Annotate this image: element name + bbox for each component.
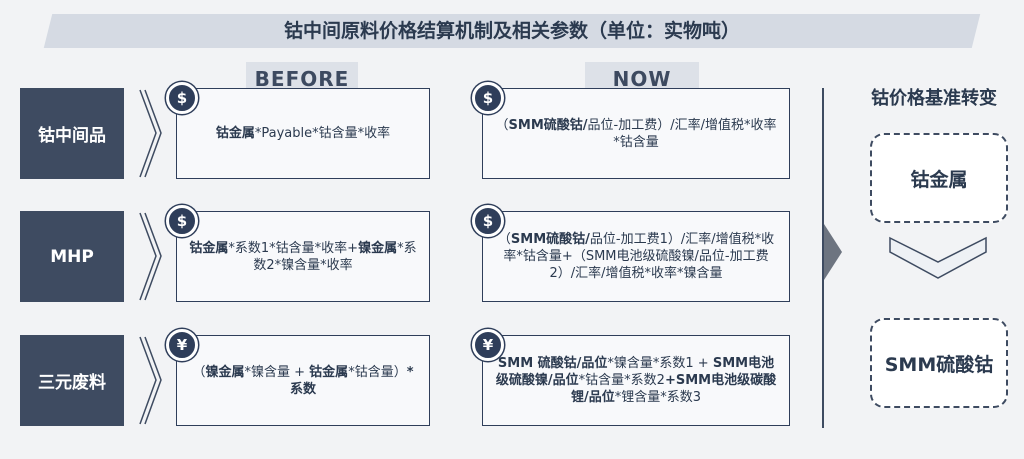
- benchmark-shift-heading: 钴价格基准转变: [871, 88, 997, 109]
- before-formula-text: 钴金属*系数1*钴含量*收率+镍金属*系数2*镍含量*收率: [187, 240, 419, 274]
- formula-segment: 镍金属: [205, 364, 245, 380]
- divider-line: [822, 88, 824, 428]
- from-benchmark-box: 钴金属: [870, 133, 1008, 223]
- category-cobalt-intermediate: 钴中间品: [20, 88, 124, 179]
- chevron-right-icon: [139, 212, 162, 301]
- from-benchmark-label: 钴金属: [910, 168, 968, 191]
- formula-segment: *系数: [289, 364, 414, 397]
- formula-segment: SMM电池级硫酸镍/品位: [495, 356, 775, 388]
- category-mhp: MHP: [20, 211, 124, 302]
- formula-segment: （: [495, 117, 509, 133]
- formula-segment: *钴含量）: [348, 364, 407, 380]
- now-formula-text: SMM 硫酸钴/品位*镍含量*系数1 + SMM电池级硫酸镍/品位*钴含量*系数…: [493, 355, 779, 406]
- before-formula-row-2: 钴金属*系数1*钴含量*收率+镍金属*系数2*镍含量*收率: [176, 211, 430, 302]
- formula-segment: 品位-加工费）/汇率/增值税*收率*钴含量: [587, 117, 777, 150]
- formula-segment: SMM硫酸钴/: [508, 117, 588, 133]
- before-formula-row-1: 钴金属*Payable*钴含量*收率: [176, 88, 430, 179]
- dollar-coin-icon: $: [166, 205, 198, 237]
- formula-segment: （: [497, 232, 511, 247]
- formula-segment: *镍含量*系数1 +: [607, 356, 713, 371]
- now-formula-text: （SMM硫酸钴/品位-加工费1）/汇率/增值税*收率*钴含量+（SMM电池级硫酸…: [493, 231, 779, 282]
- formula-segment: *系数2*镍含量*收率: [253, 240, 417, 273]
- formula-segment: 品位-加工费1）/汇率/增值税*收率*钴含量+（SMM电池级硫酸镍/品位-加工费…: [503, 232, 775, 281]
- triangle-arrow-right-icon: [824, 224, 842, 280]
- formula-segment: *系数1*钴含量*收率+: [228, 240, 359, 256]
- chevron-right-icon: [139, 89, 162, 178]
- formula-segment: 钴金属: [215, 126, 255, 141]
- now-formula-text: （SMM硫酸钴/品位-加工费）/汇率/增值税*收率*钴含量: [493, 117, 779, 151]
- dollar-coin-icon: $: [472, 82, 504, 114]
- now-formula-row-2: （SMM硫酸钴/品位-加工费1）/汇率/增值税*收率*钴含量+（SMM电池级硫酸…: [482, 211, 790, 302]
- chevron-down-icon: [889, 236, 987, 279]
- to-benchmark-box: SMM硫酸钴: [870, 318, 1008, 408]
- dollar-coin-icon: $: [472, 205, 504, 237]
- formula-segment: 钴金属: [189, 240, 229, 256]
- dollar-coin-icon: $: [166, 82, 198, 114]
- formula-segment: （: [192, 364, 206, 380]
- formula-segment: *锂含量*系数3: [614, 390, 702, 405]
- now-formula-row-1: （SMM硫酸钴/品位-加工费）/汇率/增值税*收率*钴含量: [482, 88, 790, 179]
- formula-segment: *镍含量 +: [244, 364, 310, 380]
- yuan-coin-icon: ¥: [472, 329, 504, 361]
- before-formula-row-3: （镍金属*镍含量 + 钴金属*钴含量）*系数: [176, 335, 430, 426]
- chevron-right-icon: [139, 336, 162, 425]
- formula-segment: +SMM电池级碳酸锂/品位: [570, 373, 777, 405]
- category-ternary-scrap: 三元废料: [20, 335, 124, 426]
- formula-segment: *Payable*钴含量*收率: [254, 126, 391, 141]
- formula-segment: SMM 硫酸钴/品位: [497, 356, 608, 371]
- yuan-coin-icon: ¥: [166, 329, 198, 361]
- page-title: 钴中间原料价格结算机制及相关参数（单位：实物吨）: [283, 20, 740, 42]
- before-formula-text: 钴金属*Payable*钴含量*收率: [216, 125, 390, 142]
- before-formula-text: （镍金属*镍含量 + 钴金属*钴含量）*系数: [187, 364, 419, 398]
- formula-segment: SMM硫酸钴/: [510, 232, 590, 247]
- formula-segment: 镍金属: [358, 240, 398, 256]
- formula-segment: 钴金属: [309, 364, 349, 380]
- formula-segment: *钴含量*系数2: [578, 373, 665, 388]
- now-formula-row-3: SMM 硫酸钴/品位*镍含量*系数1 + SMM电池级硫酸镍/品位*钴含量*系数…: [482, 335, 790, 426]
- to-benchmark-label: SMM硫酸钴: [884, 353, 994, 376]
